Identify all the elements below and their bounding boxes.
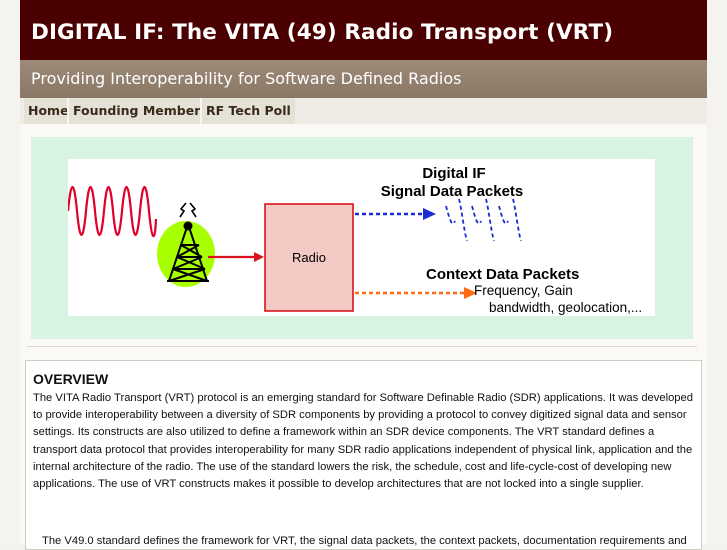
left-margin [0, 0, 20, 545]
nav-item-rf-tech-poll[interactable]: RF Tech Poll [202, 98, 295, 124]
antenna-tower-icon [167, 202, 209, 282]
site-title: DIGITAL IF: The VITA (49) Radio Transpor… [31, 20, 614, 45]
nav-item-founding-members[interactable]: Founding Members [69, 98, 212, 124]
input-arrow [208, 252, 264, 262]
context-line1: Frequency, Gain [474, 283, 573, 298]
overview-heading: OVERVIEW [33, 371, 109, 387]
nav-item-home[interactable]: Home [24, 98, 73, 124]
right-margin [707, 0, 727, 545]
context-line2: bandwidth, geolocation,... [489, 300, 642, 315]
radio-box [264, 203, 354, 312]
digital-if-diagram: Radio Digital IF Signal Data Packets Con… [66, 159, 655, 316]
context-title: Context Data Packets [426, 266, 579, 283]
site-header: DIGITAL IF: The VITA (49) Radio Transpor… [20, 0, 707, 60]
signal-title-line1: Digital IF [422, 165, 485, 182]
radio-label: Radio [292, 250, 326, 265]
main-nav: Home Founding Members RF Tech Poll [20, 98, 707, 125]
signal-samples [445, 198, 522, 242]
site-tagline-bar: Providing Interoperability for Software … [20, 60, 707, 98]
site-tagline: Providing Interoperability for Software … [31, 69, 462, 88]
diagram-svg: Radio Digital IF Signal Data Packets Con… [66, 165, 642, 315]
overview-paragraph-1: The VITA Radio Transport (VRT) protocol … [33, 392, 693, 491]
overview-paragraph-2: The V49.0 standard defines the framework… [42, 535, 687, 547]
section-divider [27, 346, 697, 347]
signal-title-line2: Signal Data Packets [381, 183, 524, 200]
nav-separator [67, 98, 69, 124]
signal-arrow [355, 208, 436, 220]
context-arrow [355, 287, 477, 299]
rf-wave [66, 186, 158, 238]
nav-separator [200, 98, 202, 124]
